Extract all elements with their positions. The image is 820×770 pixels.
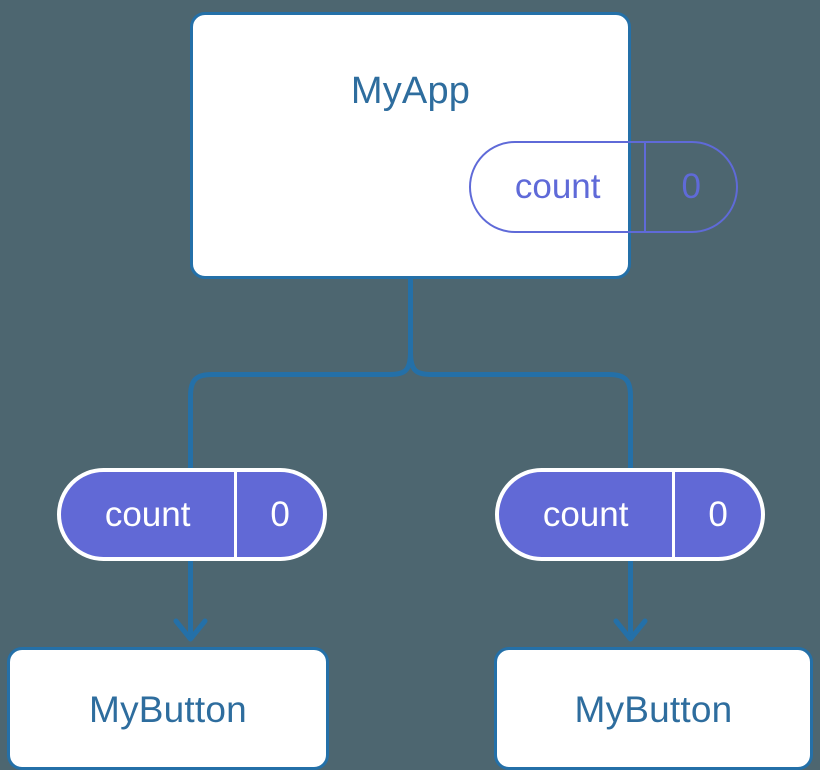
state-value-label: 0 xyxy=(681,167,701,206)
state-pill-myapp[interactable]: count 0 xyxy=(469,141,738,233)
component-label-myapp: MyApp xyxy=(350,70,471,112)
component-box-mybutton-right[interactable]: MyButton xyxy=(494,647,813,770)
arrow-head-right xyxy=(613,618,648,642)
state-pill-child-left[interactable]: count 0 xyxy=(57,468,327,561)
state-value-label: 0 xyxy=(270,494,290,534)
state-key-label: count xyxy=(499,472,676,557)
component-box-myapp[interactable]: MyApp count 0 xyxy=(190,12,738,279)
component-label-mybutton: MyButton xyxy=(89,689,247,730)
component-label-mybutton: MyButton xyxy=(574,689,733,730)
state-value-label: 0 xyxy=(708,494,728,534)
component-box-mybutton-left[interactable]: MyButton xyxy=(7,647,329,770)
state-key-label: count xyxy=(471,143,647,231)
state-pill-child-right[interactable]: count 0 xyxy=(495,468,765,561)
arrow-head-left xyxy=(173,618,208,642)
branch-line-left xyxy=(188,351,413,470)
state-key-label: count xyxy=(61,472,238,557)
branch-line-right xyxy=(408,351,633,470)
